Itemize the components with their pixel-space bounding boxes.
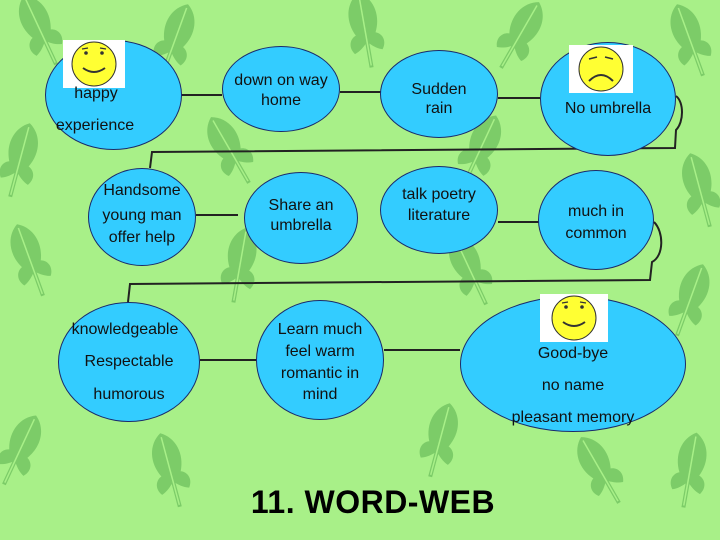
node-knowledgeable	[58, 302, 200, 422]
page-title: 11. WORD-WEB	[250, 484, 496, 520]
connector-row1-row2	[149, 95, 683, 169]
node-down-on-way-home-line-2: home	[260, 92, 302, 109]
node-knowledgeable-line-1: knowledgeable	[71, 321, 179, 338]
node-share-an-umbrella-line-1: Share an	[268, 197, 334, 214]
node-down-on-way-home-line-1: down on way	[234, 72, 328, 89]
node-talk-poetry	[380, 166, 498, 254]
node-handsome-young-man	[88, 168, 196, 266]
node-much-in-common-line-1: much in	[567, 203, 625, 220]
node-sudden-rain-line-2: rain	[425, 100, 453, 117]
node-share-an-umbrella-line-2: umbrella	[270, 217, 332, 234]
node-knowledgeable-line-2: Respectable	[84, 353, 174, 370]
node-good-bye-line-2: no name	[541, 377, 605, 394]
smiley-face-icon	[63, 40, 125, 88]
node-learn-much-line-1: Learn much	[277, 321, 363, 338]
node-sudden-rain	[380, 50, 498, 138]
node-much-in-common-line-2: common	[565, 225, 627, 242]
node-learn-much-line-3: romantic in	[280, 365, 360, 382]
node-learn-much-line-4: mind	[302, 386, 338, 403]
frowning-face-icon	[569, 45, 633, 93]
smiley-face-icon-2	[540, 294, 608, 342]
node-talk-poetry-line-1: talk poetry	[402, 186, 476, 203]
node-share-an-umbrella	[244, 172, 358, 264]
node-happy-extra: experience	[55, 117, 135, 134]
node-down-on-way-home	[222, 46, 340, 132]
node-handsome-young-man-line-3: offer help	[108, 229, 176, 246]
node-happy-line-1: happy	[74, 85, 118, 102]
node-good-bye-line-1: Good-bye	[537, 345, 609, 362]
node-no-umbrella-line-1: No umbrella	[564, 100, 652, 117]
node-talk-poetry-line-2: literature	[407, 207, 471, 224]
node-sudden-rain-line-1: Sudden	[411, 81, 467, 98]
node-good-bye-extra: pleasant memory	[511, 409, 635, 426]
node-learn-much-line-2: feel warm	[285, 343, 355, 360]
node-knowledgeable-line-3: humorous	[93, 386, 165, 403]
node-handsome-young-man-line-1: Handsome	[103, 182, 181, 199]
node-handsome-young-man-line-2: young man	[102, 207, 182, 224]
node-much-in-common	[538, 170, 654, 270]
connector-row2-row3	[127, 221, 663, 303]
node-learn-much	[256, 300, 384, 420]
